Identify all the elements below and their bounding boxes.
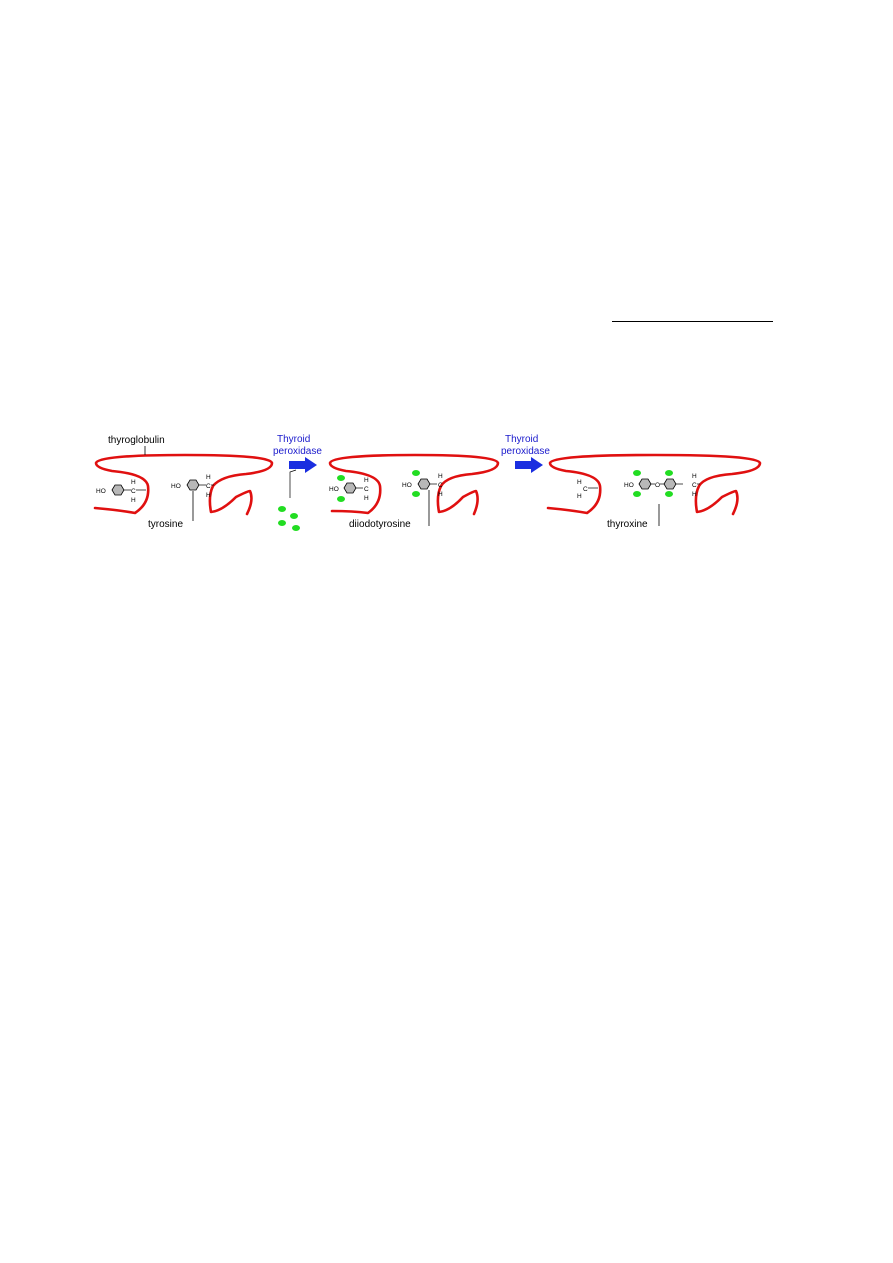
iodine-atom — [337, 496, 345, 502]
benzene-ring — [111, 484, 125, 496]
thyroglobulin-label: thyroglobulin — [108, 435, 165, 446]
thyroxine-label: thyroxine — [607, 519, 648, 530]
enzyme-step-2: Thyroid peroxidase — [501, 434, 550, 473]
carbon-label: C — [583, 486, 588, 493]
reaction-arrow — [289, 457, 317, 473]
iodine-atom — [412, 470, 420, 476]
tyrosine-residue-b: HO C H H — [171, 474, 214, 499]
hydroxyl-label: HO — [624, 482, 634, 489]
leftover-methylene: H C H — [577, 479, 598, 500]
hydrogen-label: H — [438, 473, 443, 480]
carbon-label: C — [206, 483, 211, 490]
hydroxyl-label: HO — [402, 482, 412, 489]
hydrogen-label: H — [438, 491, 443, 498]
iodinated-residue-a: HO C H H — [329, 475, 369, 502]
hydrogen-label: H — [131, 479, 136, 486]
benzene-ring — [638, 478, 652, 490]
hydrogen-label: H — [206, 492, 211, 499]
underline-rule — [612, 321, 773, 322]
hydrogen-label: H — [692, 473, 697, 480]
hydrogen-label: H — [364, 495, 369, 502]
iodine-atom — [292, 525, 300, 531]
hydroxyl-label: HO — [329, 486, 339, 493]
iodinated-residue-b: HO C H H — [402, 470, 443, 498]
iodine-atom — [278, 506, 286, 512]
free-iodine-group — [278, 506, 300, 531]
hydrogen-label: H — [206, 474, 211, 481]
thyroxine-molecule: HO O C H H — [624, 470, 700, 498]
iodine-atom — [337, 475, 345, 481]
hydrogen-label: H — [577, 479, 582, 486]
panel-diiodotyrosine: HO C H H HO C H H diiodotyrosine — [328, 453, 500, 530]
thyroglobulin-protein — [93, 453, 274, 516]
tyrosine-label: tyrosine — [148, 519, 183, 530]
thyroglobulin-protein — [546, 453, 762, 516]
reaction-arrow — [515, 457, 543, 473]
enzyme-name-line1: Thyroid — [277, 434, 310, 445]
benzene-ring — [663, 478, 677, 490]
oxygen-label: O — [655, 482, 660, 489]
iodine-atom — [412, 491, 420, 497]
iodine-atom — [633, 470, 641, 476]
carbon-label: C — [438, 482, 443, 489]
hydrogen-label: H — [364, 477, 369, 484]
benzene-ring — [417, 478, 431, 490]
panel-thyroglobulin: thyroglobulin HO C H H HO C H H — [93, 435, 274, 530]
thyroglobulin-protein — [328, 453, 500, 516]
enzyme-name-line2: peroxidase — [273, 446, 322, 457]
benzene-ring — [343, 482, 357, 494]
tyrosine-residue-a: HO C H H — [96, 479, 146, 504]
carbon-label: C — [692, 482, 697, 489]
iodine-atom — [665, 470, 673, 476]
panel-thyroxine: H C H HO O C H H — [546, 453, 762, 530]
enzyme-name-line1: Thyroid — [505, 434, 538, 445]
iodine-atom — [633, 491, 641, 497]
benzene-ring — [186, 479, 200, 491]
iodine-supply-line — [289, 469, 297, 498]
hydroxyl-label: HO — [96, 488, 106, 495]
enzyme-step-1: Thyroid peroxidase — [273, 434, 322, 531]
carbon-label: C — [131, 488, 136, 495]
iodine-atom — [278, 520, 286, 526]
iodine-atom — [665, 491, 673, 497]
iodine-atom — [290, 513, 298, 519]
hydrogen-label: H — [577, 493, 582, 500]
diiodotyrosine-label: diiodotyrosine — [349, 519, 411, 530]
hydrogen-label: H — [692, 491, 697, 498]
hydrogen-label: H — [131, 497, 136, 504]
enzyme-name-line2: peroxidase — [501, 446, 550, 457]
hydroxyl-label: HO — [171, 483, 181, 490]
carbon-label: C — [364, 486, 369, 493]
